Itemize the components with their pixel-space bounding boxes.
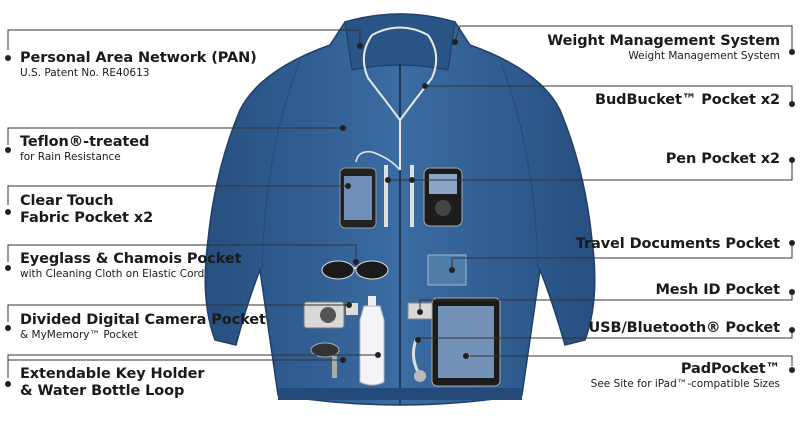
water-bottle [359, 296, 385, 386]
pen-left [384, 165, 388, 227]
callout-subtitle: U.S. Patent No. RE40613 [20, 67, 150, 79]
jacket-hem [278, 388, 522, 400]
callout-title: USB/Bluetooth® Pocket [588, 320, 780, 336]
callout-pan: Personal Area Network (PAN) U.S. Patent … [20, 50, 257, 80]
pen-right [410, 165, 414, 227]
callout-title: PadPocket™ [680, 361, 780, 377]
callout-title-line2: & Water Bottle Loop [20, 383, 185, 399]
callout-padpocket: PadPocket™ See Site for iPad™-compatible… [591, 361, 780, 391]
callout-subtitle: with Cleaning Cloth on Elastic Cord [20, 268, 205, 280]
jacket-left-sleeve-seam [261, 59, 301, 271]
tablet-in-pocket [431, 297, 501, 387]
callout-pen-pocket: Pen Pocket x2 [666, 151, 780, 168]
callout-weight-management: Weight Management System Weight Manageme… [547, 33, 780, 63]
callout-title: Extendable Key Holder [20, 366, 205, 382]
callout-travel-documents: Travel Documents Pocket [576, 236, 780, 253]
callout-title: Pen Pocket x2 [665, 151, 780, 167]
digital-camera [303, 301, 345, 329]
callout-key-holder: Extendable Key Holder & Water Bottle Loo… [20, 366, 204, 400]
callout-clear-touch: Clear Touch Fabric Pocket x2 [20, 193, 153, 227]
callout-title: Clear Touch [20, 193, 114, 209]
callout-title: BudBucket™ Pocket x2 [595, 92, 780, 108]
travel-documents [427, 254, 467, 286]
callout-title: Eyeglass & Chamois Pocket [20, 251, 242, 267]
left-bullets [5, 55, 11, 387]
jacket-illustration [204, 13, 596, 406]
phone-in-pocket [339, 167, 377, 229]
callout-subtitle: Weight Management System [628, 50, 780, 62]
callout-mesh-id: Mesh ID Pocket [655, 282, 780, 299]
callout-budbucket: BudBucket™ Pocket x2 [595, 92, 780, 109]
sunglasses [321, 260, 389, 280]
callout-title: Personal Area Network (PAN) [20, 50, 257, 66]
jacket-right-sleeve-seam [499, 59, 539, 271]
callout-teflon: Teflon®-treated for Rain Resistance [20, 134, 149, 164]
right-bullets [789, 49, 795, 373]
callout-title-line2: Fabric Pocket x2 [20, 210, 154, 226]
callout-title: Mesh ID Pocket [655, 282, 780, 298]
callout-eyeglass: Eyeglass & Chamois Pocket with Cleaning … [20, 251, 242, 281]
callout-camera: Divided Digital Camera Pocket & MyMemory… [20, 312, 266, 342]
jacket-collar [344, 13, 456, 71]
earbud-cord [362, 26, 438, 170]
bluetooth-headset [411, 339, 420, 373]
usb-stick [414, 370, 426, 382]
callout-subtitle: & MyMemory™ Pocket [20, 329, 138, 341]
callout-usb-bluetooth: USB/Bluetooth® Pocket [588, 320, 780, 337]
callout-title: Divided Digital Camera Pocket [20, 312, 266, 328]
smartphone-in-pocket [423, 167, 463, 227]
callout-title: Weight Management System [547, 33, 780, 49]
earbud-cord-to-phone [355, 150, 401, 171]
callout-subtitle: See Site for iPad™-compatible Sizes [590, 378, 780, 390]
keys [310, 342, 340, 378]
callout-title: Travel Documents Pocket [575, 236, 780, 252]
callout-title: Teflon®-treated [20, 134, 150, 150]
callout-subtitle: for Rain Resistance [20, 151, 121, 163]
right-leader-lines [385, 25, 793, 366]
left-leader-lines [7, 29, 381, 378]
